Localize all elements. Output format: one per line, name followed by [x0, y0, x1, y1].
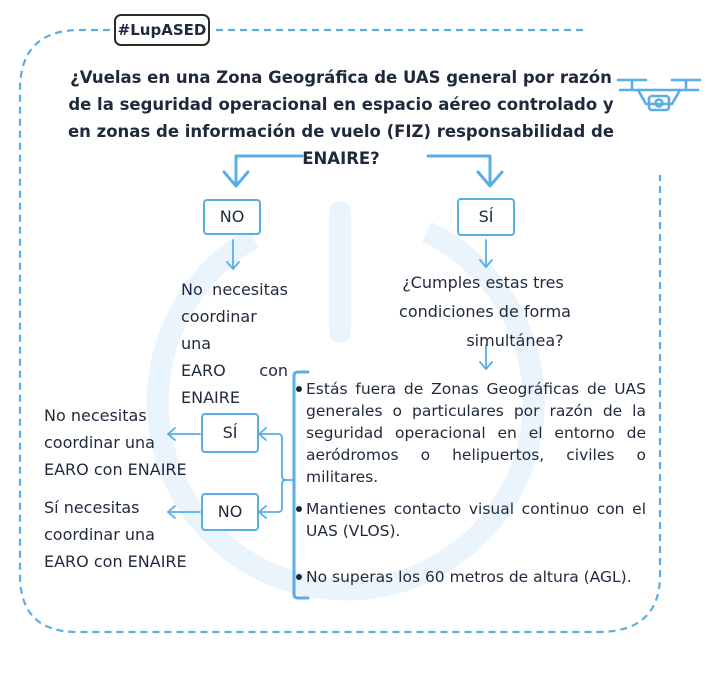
condition-item: Mantienes contacto visual continuo con e…	[296, 498, 646, 566]
si-answer-box: SÍ	[201, 413, 259, 453]
bullet-icon	[296, 506, 302, 512]
bullet-icon	[296, 574, 302, 580]
hashtag-badge: #LupASED	[114, 14, 210, 46]
branch-arrows	[222, 154, 504, 188]
main-question: ¿Vuelas en una Zona Geográfica de UAS ge…	[67, 68, 615, 168]
bullet-icon	[296, 386, 302, 392]
no-branch-box: NO	[203, 199, 261, 235]
condition-item: Estás fuera de Zonas Geográficas de UAS …	[296, 378, 646, 498]
si-branch-box: SÍ	[457, 198, 515, 236]
si-answer-result: No necesitas coordinar una EARO con ENAI…	[44, 406, 187, 479]
no-result-text: No necesitas coordinar una EARO con ENAI…	[181, 280, 288, 407]
drone-icon	[616, 78, 702, 112]
si-followup-question: ¿Cumples estas tres condiciones de forma…	[399, 273, 571, 350]
down-arrows	[226, 239, 493, 370]
conditions-list: Estás fuera de Zonas Geográficas de UAS …	[296, 378, 646, 588]
conditions-bracket	[292, 370, 310, 600]
dashed-frame	[18, 28, 662, 634]
answer-connectors	[167, 427, 295, 519]
no-answer-result: Sí necesitas coordinar una EARO con ENAI…	[44, 498, 187, 571]
condition-item: No superas los 60 metros de altura (AGL)…	[296, 566, 646, 588]
no-answer-box: NO	[201, 493, 259, 531]
power-watermark	[146, 201, 545, 601]
